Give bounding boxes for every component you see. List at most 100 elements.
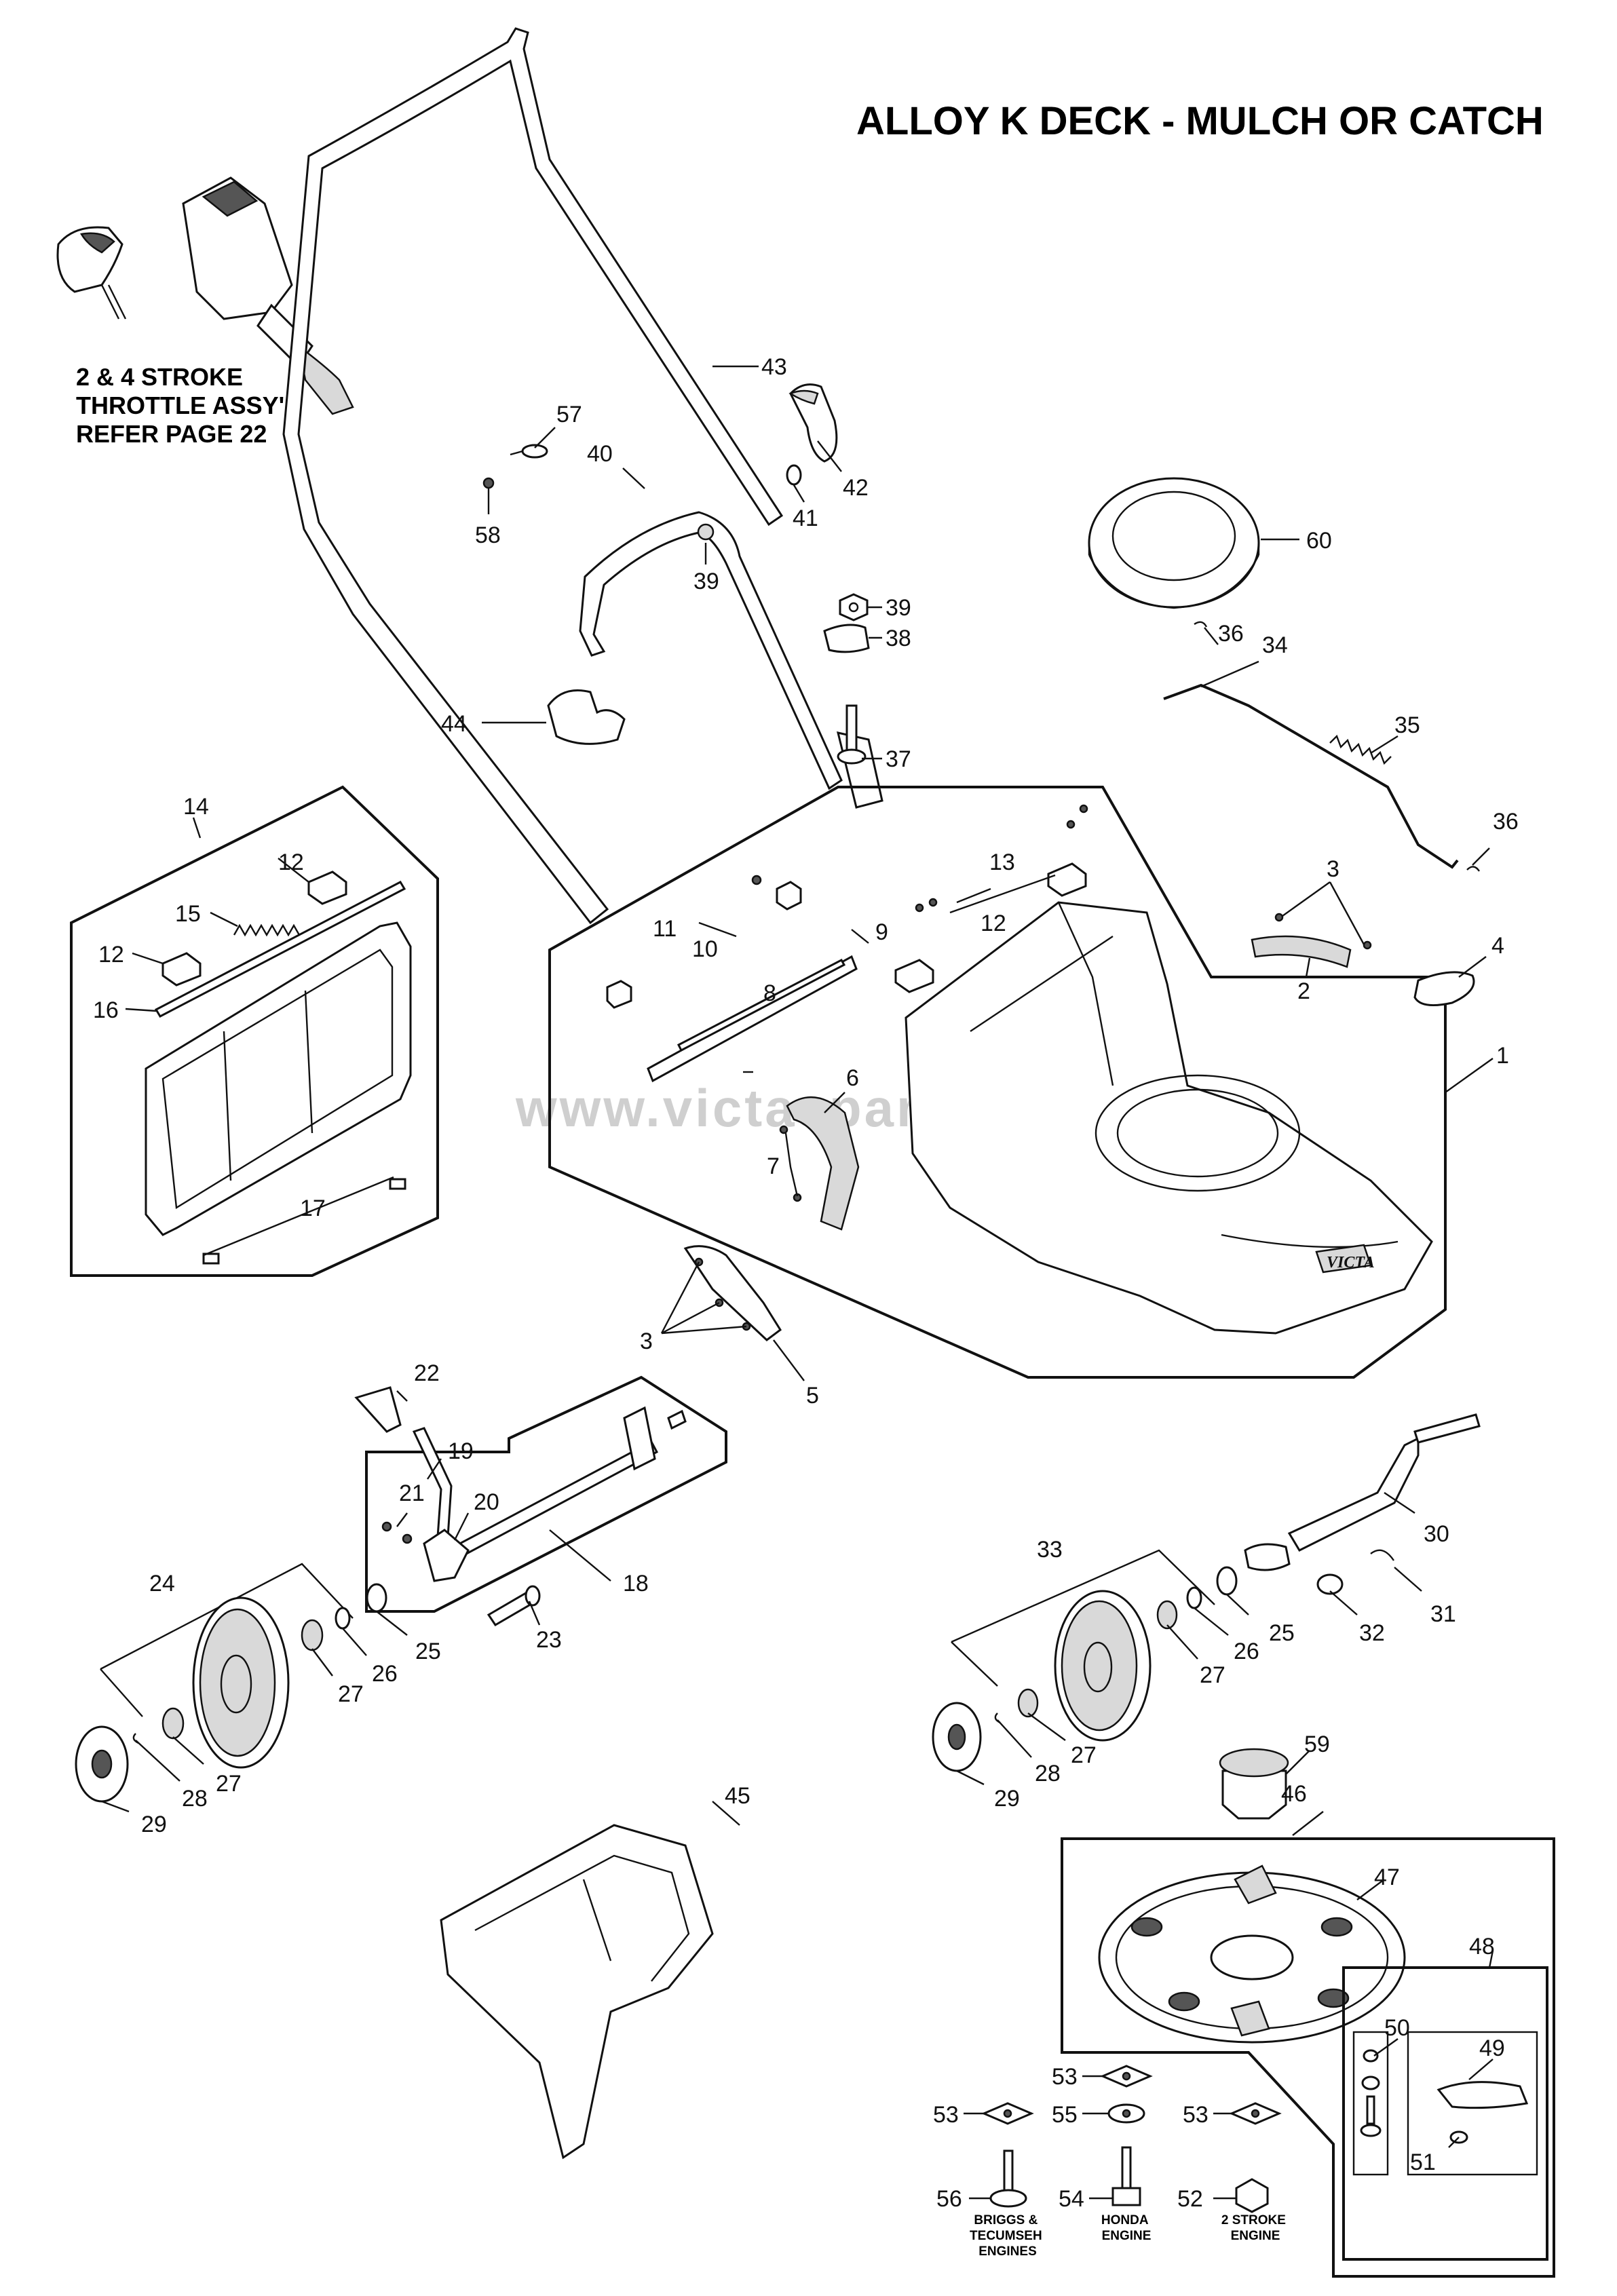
callout-39b: 39 bbox=[886, 595, 911, 621]
callout-34: 34 bbox=[1262, 632, 1288, 658]
front-axle-30 bbox=[1287, 1413, 1481, 1552]
pivot-23 bbox=[487, 1585, 541, 1627]
nut-58 bbox=[482, 477, 495, 489]
callout-44: 44 bbox=[441, 711, 467, 737]
mulch-flap-6 bbox=[786, 1096, 860, 1231]
catcher-hinge-rod-16 bbox=[154, 881, 406, 1018]
hubcap-29-front bbox=[932, 1702, 982, 1772]
callout-29a: 29 bbox=[141, 1812, 167, 1837]
adjuster-rod-34 bbox=[1163, 683, 1459, 869]
callout-50: 50 bbox=[1384, 2015, 1410, 2041]
screws-13 bbox=[915, 804, 1088, 913]
bearing-27-front-a bbox=[1156, 1600, 1178, 1630]
spring-35 bbox=[1329, 734, 1392, 765]
callout-46: 46 bbox=[1281, 1781, 1307, 1807]
callout-24: 24 bbox=[149, 1571, 175, 1596]
callout-42: 42 bbox=[843, 475, 869, 501]
callout-12b: 12 bbox=[98, 942, 124, 968]
callout-25a: 25 bbox=[415, 1639, 441, 1664]
ring-60 bbox=[1088, 477, 1260, 609]
callout-56: 56 bbox=[936, 2186, 962, 2212]
washer-26-rear bbox=[335, 1607, 351, 1630]
front-wheel-33 bbox=[1054, 1590, 1152, 1742]
callout-59: 59 bbox=[1304, 1731, 1330, 1757]
callout-17: 17 bbox=[300, 1195, 326, 1221]
upper-handle bbox=[282, 27, 784, 925]
bracket-12-deck-a bbox=[894, 959, 934, 993]
bush-32 bbox=[1244, 1543, 1344, 1595]
screw-11 bbox=[751, 875, 762, 885]
deck-box bbox=[548, 786, 1447, 1379]
callout-10: 10 bbox=[692, 936, 718, 962]
rod-9 bbox=[677, 959, 846, 1052]
callout-4: 4 bbox=[1491, 933, 1504, 959]
callout-37: 37 bbox=[886, 746, 911, 772]
callout-11: 11 bbox=[653, 916, 677, 942]
callout-7: 7 bbox=[767, 1153, 780, 1179]
hubcap-29-rear bbox=[75, 1725, 129, 1803]
catcher-frame-box bbox=[70, 785, 439, 1277]
lower-handle bbox=[579, 511, 883, 809]
callout-9: 9 bbox=[875, 919, 888, 945]
victa-logo: VICTA bbox=[1327, 1254, 1375, 1271]
callout-26a: 26 bbox=[372, 1661, 398, 1687]
callout-26b: 26 bbox=[1234, 1639, 1259, 1664]
nut-39-upper bbox=[697, 523, 715, 541]
washer-53-a bbox=[981, 2102, 1034, 2125]
callout-49: 49 bbox=[1479, 2035, 1505, 2061]
screws-7 bbox=[779, 1125, 802, 1202]
pad-17-a bbox=[202, 1252, 220, 1265]
callout-40: 40 bbox=[587, 441, 613, 467]
handle-knob-42 bbox=[788, 383, 838, 463]
callout-31: 31 bbox=[1430, 1601, 1456, 1627]
callout-52: 52 bbox=[1177, 2186, 1203, 2212]
bracket-10 bbox=[606, 980, 632, 1009]
callout-36a: 36 bbox=[1218, 621, 1244, 647]
bearing-27-front-b bbox=[1017, 1688, 1039, 1718]
bolt-37 bbox=[837, 704, 867, 765]
washer-53-b bbox=[1100, 2065, 1153, 2088]
note-briggs-tecumseh: BRIGGS & TECUMSEH ENGINES bbox=[970, 2213, 1046, 2259]
callout-55: 55 bbox=[1052, 2102, 1078, 2128]
callout-5: 5 bbox=[806, 1383, 819, 1409]
callout-28a: 28 bbox=[182, 1786, 208, 1812]
callout-41: 41 bbox=[793, 505, 818, 531]
callout-3a: 3 bbox=[1327, 856, 1339, 882]
screws-21 bbox=[381, 1521, 413, 1544]
callout-13: 13 bbox=[989, 849, 1015, 875]
deflector-2 bbox=[1251, 935, 1352, 968]
washer-25-rear bbox=[366, 1583, 387, 1613]
catcher-frame bbox=[145, 921, 412, 1236]
bracket-20 bbox=[423, 1529, 470, 1582]
callout-1: 1 bbox=[1496, 1043, 1509, 1069]
bolt-54 bbox=[1111, 2146, 1141, 2206]
callout-27a: 27 bbox=[338, 1681, 364, 1707]
callout-45: 45 bbox=[725, 1783, 750, 1809]
callout-28b: 28 bbox=[1035, 1761, 1061, 1786]
washer-55 bbox=[1107, 2103, 1145, 2124]
callout-53b: 53 bbox=[1052, 2064, 1078, 2090]
screws-3-top bbox=[1274, 913, 1372, 950]
callout-43: 43 bbox=[761, 354, 787, 380]
callout-8: 8 bbox=[763, 980, 776, 1006]
throttle-note: 2 & 4 STROKE THROTTLE ASSY's REFER PAGE … bbox=[76, 363, 305, 448]
callout-51: 51 bbox=[1410, 2149, 1436, 2175]
throttle-cable-assembly-icon bbox=[182, 176, 354, 415]
rear-wheel-24 bbox=[192, 1596, 290, 1769]
callout-numbers: 1 2 3 3 4 5 6 7 8 9 10 11 12 12 12 13 14… bbox=[93, 354, 1519, 2212]
blade-box bbox=[1061, 1837, 1555, 2278]
washer-53-c bbox=[1229, 2102, 1282, 2125]
bracket-12-deck-b bbox=[1047, 862, 1087, 897]
spring-15 bbox=[233, 923, 301, 937]
washer-26-front bbox=[1186, 1586, 1202, 1609]
clip-31 bbox=[1370, 1549, 1394, 1561]
callout-33: 33 bbox=[1037, 1537, 1063, 1563]
bearing-27-rear-a bbox=[301, 1619, 324, 1651]
grass-catcher-45 bbox=[440, 1824, 714, 2160]
callout-18: 18 bbox=[623, 1571, 649, 1596]
callout-23: 23 bbox=[536, 1627, 562, 1653]
callout-47: 47 bbox=[1374, 1864, 1400, 1890]
grip-22 bbox=[354, 1386, 402, 1433]
throttle-lever-icon bbox=[56, 226, 127, 320]
plug-4 bbox=[1413, 971, 1475, 1007]
